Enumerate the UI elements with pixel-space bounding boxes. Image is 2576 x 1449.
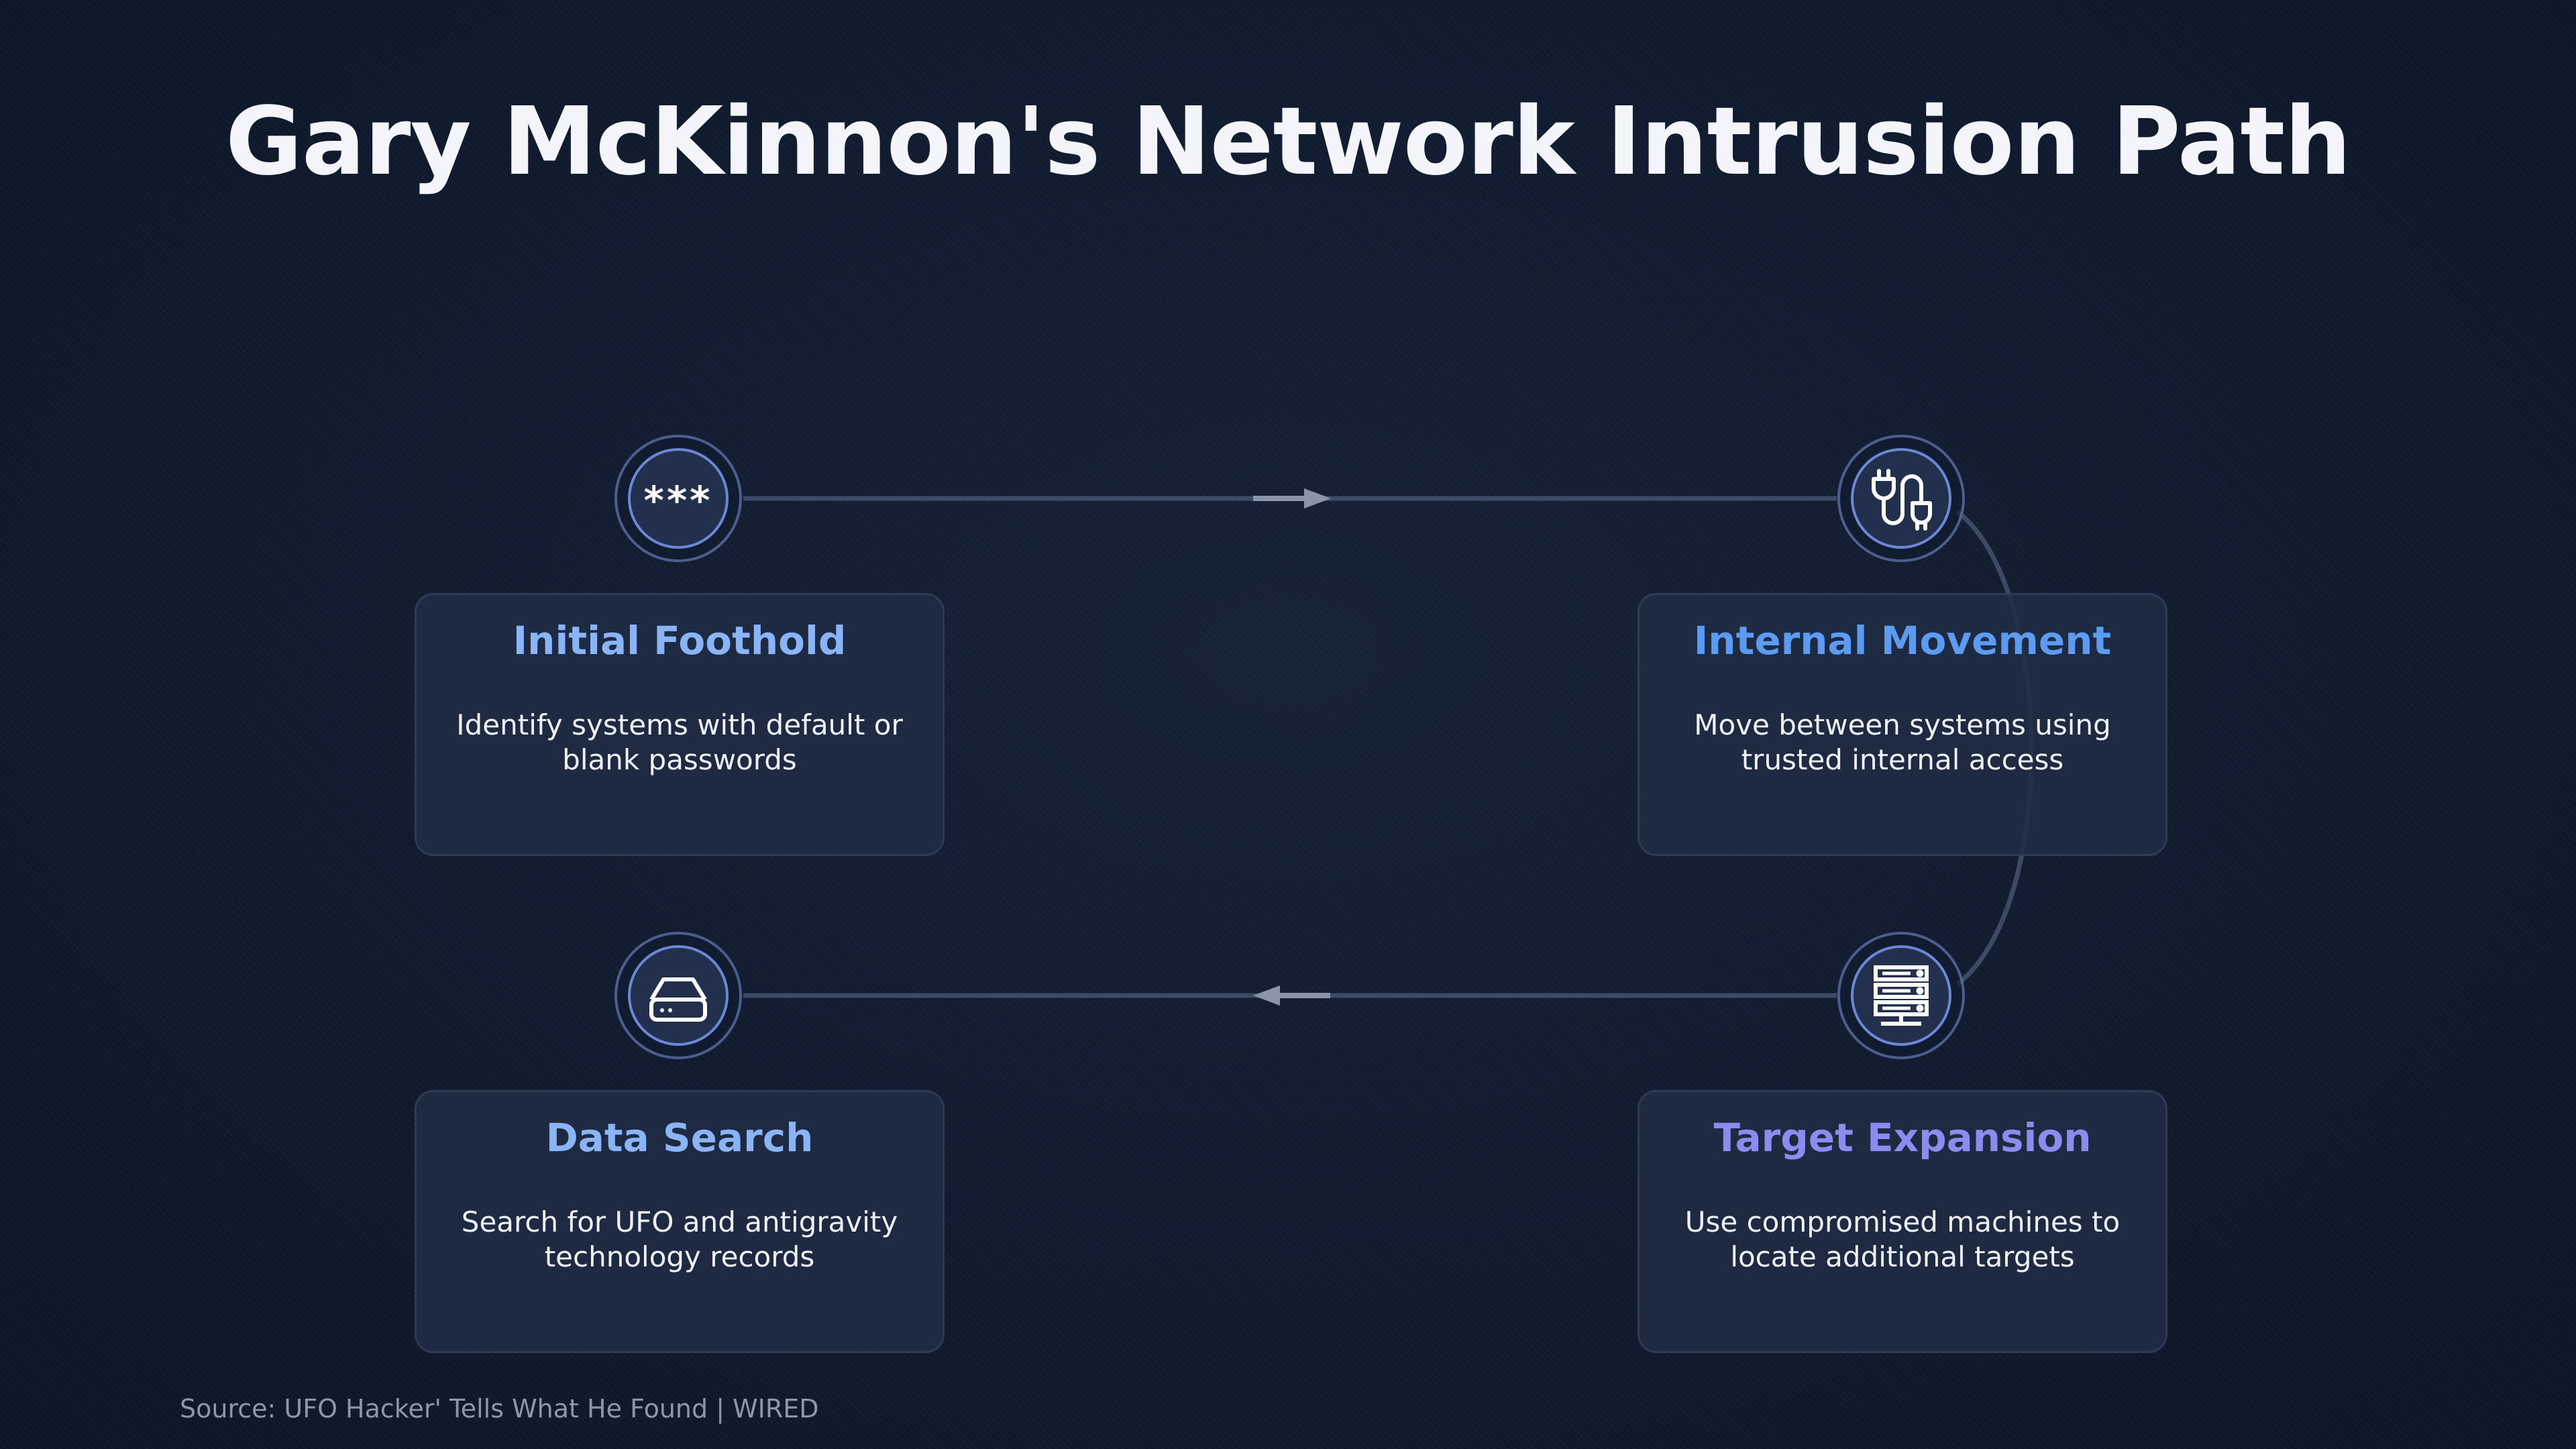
card-description: Move between systems using trusted inter… — [1694, 708, 2111, 776]
node-initial-foothold: *** — [614, 435, 742, 562]
card-description: Use compromised machines to locate addit… — [1684, 1205, 2121, 1273]
card-internal-movement: Internal Movement Move between systems u… — [1638, 593, 2167, 856]
plug-cable-icon — [1872, 469, 1932, 531]
card-description: Search for UFO and antigravity technolog… — [461, 1205, 898, 1273]
card-title: Target Expansion — [1713, 1115, 2092, 1161]
node-internal-movement — [1837, 435, 1965, 562]
card-title: Internal Movement — [1693, 618, 2112, 663]
page-title: Gary McKinnon's Network Intrusion Path — [225, 87, 2351, 197]
card-title: Data Search — [545, 1115, 814, 1161]
card-data-search: Data Search Search for UFO and antigravi… — [415, 1090, 945, 1353]
node-target-expansion — [1837, 932, 1965, 1059]
node-data-search — [614, 932, 742, 1059]
card-target-expansion: Target Expansion Use compromised machine… — [1638, 1090, 2167, 1353]
source-citation: Source: UFO Hacker' Tells What He Found … — [180, 1394, 819, 1424]
hard-drive-icon — [649, 977, 707, 1022]
card-description: Identify systems with default or blank p… — [456, 708, 903, 776]
card-initial-foothold: Initial Foothold Identify systems with d… — [415, 593, 945, 856]
arrow-right-icon — [1253, 488, 1331, 508]
arrow-left-icon — [1253, 985, 1330, 1006]
server-rack-icon — [1874, 965, 1929, 1026]
password-icon: *** — [643, 478, 713, 523]
card-title: Initial Foothold — [513, 618, 847, 663]
